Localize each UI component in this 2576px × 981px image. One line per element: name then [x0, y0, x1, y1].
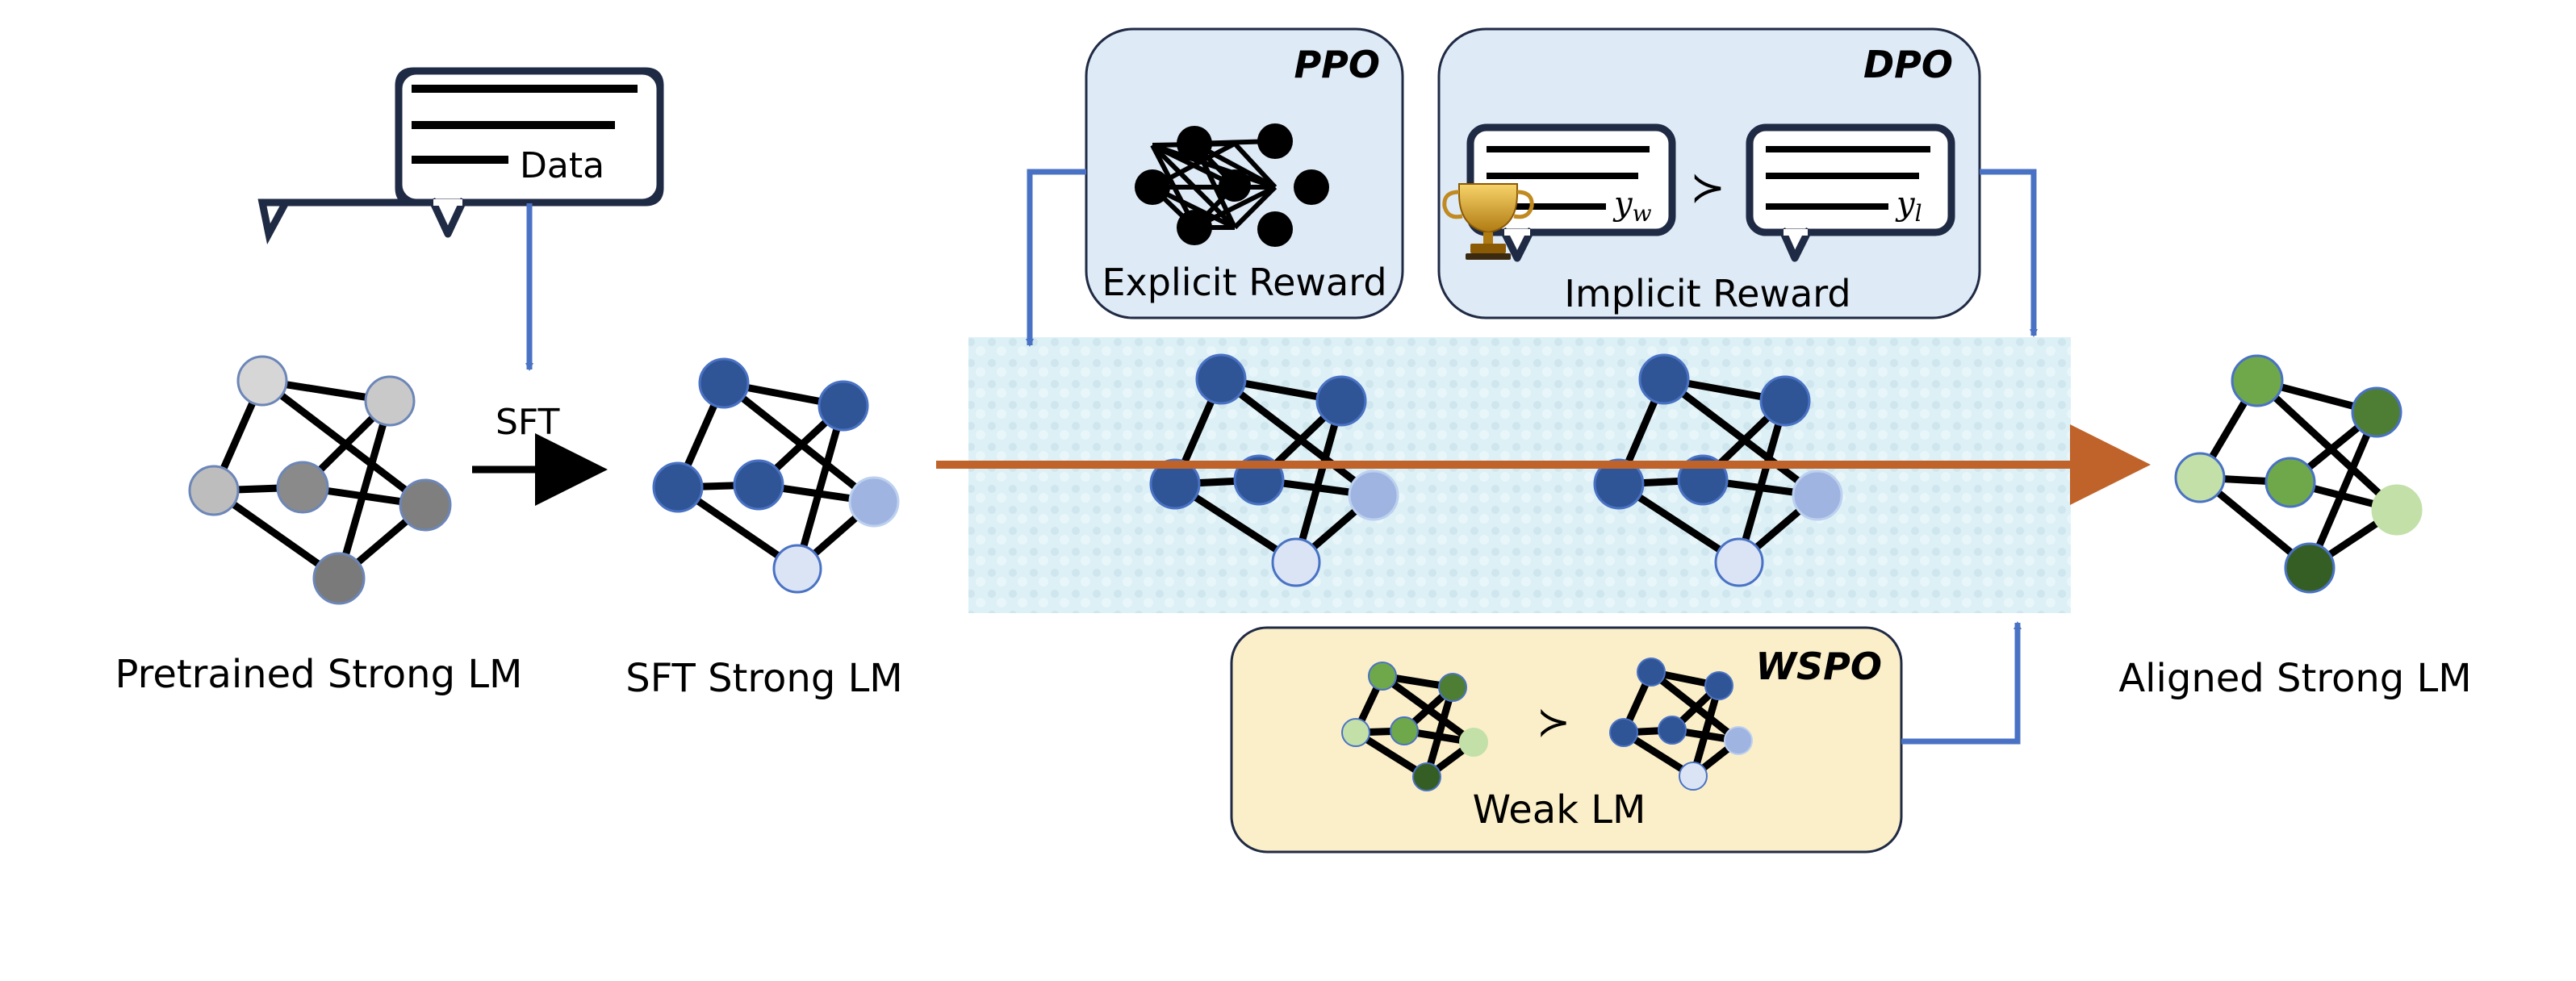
- dpo-arrow: [1980, 169, 2038, 337]
- weak-green-network: [1341, 662, 1488, 791]
- band-network-1: [1149, 353, 1399, 587]
- wspo-title: WSPO: [1755, 645, 1882, 688]
- data-label: Data: [520, 145, 604, 186]
- wspo-arrow: [1901, 621, 2022, 745]
- ppo-arrow: [1026, 169, 1086, 347]
- pretrained-label: Pretrained Strong LM: [115, 652, 523, 697]
- dpo-caption: Implicit Reward: [1564, 272, 1850, 315]
- data-lines-icon: [412, 85, 638, 164]
- preferred-response: yw: [1612, 186, 1652, 227]
- band-network-2: [1593, 353, 1843, 587]
- dpo-title: DPO: [1863, 43, 1953, 86]
- wspo-caption: Weak LM: [1473, 787, 1646, 833]
- sft-model-label: SFT Strong LM: [625, 656, 902, 701]
- wspo-succ-symbol: ≻: [1537, 699, 1570, 745]
- sft-network: [652, 357, 900, 594]
- pretrained-network: [188, 355, 452, 605]
- alignment-band: [968, 337, 2071, 613]
- data-bubble-tail: [428, 198, 468, 238]
- ppo-title: PPO: [1294, 43, 1380, 86]
- sft-label: SFT: [496, 402, 559, 443]
- trophy-icon: [1442, 183, 1534, 260]
- weak-blue-network: [1609, 657, 1753, 791]
- ppo-caption: Explicit Reward: [1102, 261, 1386, 304]
- neural-network-icon: [1135, 123, 1329, 247]
- rejected-lines-icon: [1766, 146, 1930, 210]
- data-bubble-box: [395, 67, 664, 207]
- aligned-label: Aligned Strong LM: [2118, 656, 2471, 701]
- rejected-response: yl: [1895, 186, 1922, 227]
- aligned-network: [2174, 354, 2423, 594]
- dpo-succ-symbol: ≻: [1690, 164, 1725, 212]
